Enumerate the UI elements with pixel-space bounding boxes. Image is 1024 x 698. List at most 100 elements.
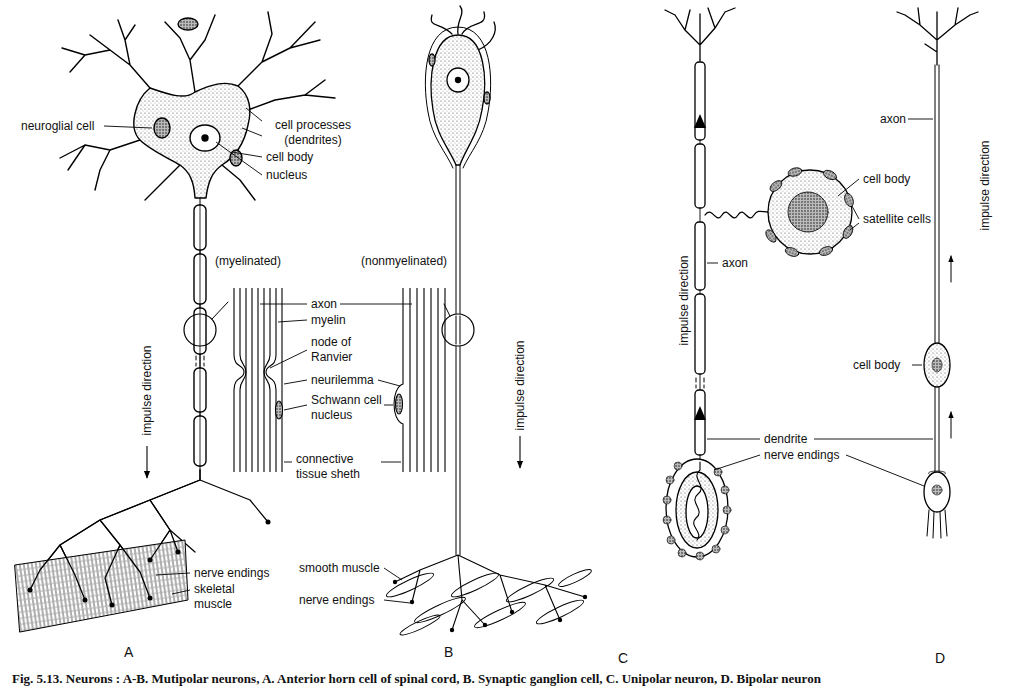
- unipolar-neuron: [768, 170, 852, 254]
- unipolar-neuron: [764, 166, 855, 258]
- unipolar-neuron: [764, 228, 779, 244]
- leader-line: [846, 455, 924, 486]
- anterior-horn-neuron: [196, 356, 204, 366]
- smooth-muscle: [510, 610, 514, 614]
- myelinated-fibre-inset: [276, 401, 283, 419]
- bipolar-neuron: [951, 256, 952, 282]
- sympathetic-ganglion-neuron: [395, 6, 585, 630]
- unipolar-neuron: [663, 496, 671, 504]
- unipolar-neuron: [694, 114, 706, 420]
- leader-line: [284, 405, 307, 410]
- anterior-horn-neuron: [28, 588, 33, 593]
- anterior-horn-neuron: [60, 12, 335, 200]
- sympathetic-ganglion-neuron: [442, 314, 474, 346]
- nonmyelinated-fibre-inset: [394, 288, 403, 472]
- figure-letter: A: [123, 644, 134, 662]
- bipolar-neuron: [928, 471, 945, 474]
- smooth-muscle: [384, 569, 435, 600]
- unipolar-neuron: [721, 486, 729, 494]
- sympathetic-ganglion-neuron: [429, 54, 435, 66]
- part-label: Schwann cell nucleus: [310, 393, 384, 423]
- anterior-horn-neuron: [134, 83, 250, 198]
- anterior-horn-neuron: [83, 598, 88, 603]
- unipolar-neuron: [696, 378, 704, 388]
- leader-line: [216, 142, 262, 175]
- smooth-muscle: [583, 595, 587, 599]
- leader-line: [284, 462, 292, 463]
- leader-line: [156, 573, 190, 575]
- direction-label: impulse direction: [677, 254, 692, 346]
- smooth-muscle: [393, 580, 397, 584]
- bipolar-neuron: [932, 485, 942, 495]
- bipolar-neuron: [927, 510, 947, 538]
- sympathetic-ganglion-neuron: [484, 92, 490, 104]
- part-label: axon: [721, 256, 749, 271]
- nonmyelinated-fibre-inset: [394, 288, 445, 472]
- anterior-horn-neuron: [110, 603, 115, 608]
- part-label: neurilemma: [310, 373, 375, 388]
- anterior-horn-neuron: [15, 12, 335, 632]
- unipolar-neuron: [818, 245, 834, 257]
- unipolar-neuron: [695, 390, 705, 455]
- direction-label: impulse direction: [513, 339, 528, 431]
- inset-title: (nonmyelinated): [360, 254, 448, 269]
- myelinated-fibre-inset: [246, 288, 264, 472]
- unipolar-neuron: [666, 476, 674, 484]
- anterior-horn-neuron: [190, 125, 220, 151]
- unipolar-neuron: [712, 545, 720, 553]
- part-label: cell body: [265, 150, 314, 165]
- part-label: cell body: [852, 358, 901, 373]
- sympathetic-ganglion-neuron: [456, 165, 460, 555]
- unipolar-neuron: [841, 224, 855, 240]
- unipolar-neuron: [721, 526, 729, 534]
- inset-title: (myelinated): [214, 254, 282, 269]
- leader-line: [384, 600, 410, 603]
- part-label: connective tissue sheth: [295, 452, 381, 482]
- smooth-muscle: [413, 594, 468, 627]
- leader-line: [284, 380, 307, 384]
- myelinated-fibre-inset: [234, 288, 244, 472]
- anterior-horn-neuron: [266, 520, 271, 525]
- part-label: dendrite: [763, 432, 808, 447]
- part-label: neuroglial cell: [20, 119, 95, 134]
- anterior-horn-neuron: [200, 205, 201, 466]
- anterior-horn-neuron: [212, 302, 228, 319]
- leader-line: [814, 439, 933, 440]
- unipolar-neuron: [822, 168, 838, 181]
- smooth-muscle: [393, 580, 587, 632]
- unipolar-neuron: [695, 222, 705, 290]
- unipolar-neuron: [768, 178, 784, 193]
- bipolar-neuron: [924, 343, 950, 387]
- anterior-horn-neuron: [176, 550, 181, 555]
- smooth-muscle: [449, 569, 500, 600]
- myelinated-fibre-inset: [240, 288, 246, 472]
- direction-label: impulse direction: [978, 139, 993, 231]
- part-label: cell processes (dendrites): [262, 118, 364, 148]
- unipolar-neuron: [678, 549, 686, 557]
- leader-line: [381, 462, 401, 463]
- leader-line: [908, 119, 933, 120]
- leader-line: [707, 263, 718, 264]
- bipolar-neuron: [897, 8, 978, 65]
- leader-line: [707, 439, 760, 440]
- bipolar-neuron: [897, 8, 978, 538]
- anterior-horn-neuron: [30, 470, 200, 605]
- smooth-muscle: [473, 599, 528, 632]
- anterior-horn-neuron: [148, 596, 153, 601]
- bipolar-neuron: [924, 472, 950, 512]
- anterior-horn-neuron: [200, 198, 201, 470]
- unipolar-neuron: [667, 536, 675, 544]
- unipolar-neuron: [674, 462, 682, 470]
- figure-letter: D: [934, 650, 946, 668]
- impulse-arrow: [519, 436, 520, 468]
- part-label: cell body: [862, 172, 911, 187]
- leader-line: [172, 590, 190, 594]
- part-label: node of Ranvier: [310, 335, 372, 365]
- leader-line: [278, 320, 307, 322]
- leader-line: [912, 365, 922, 366]
- sympathetic-ganglion-neuron: [431, 35, 484, 165]
- sympathetic-ganglion-neuron: [425, 27, 490, 168]
- part-label: satellite cells: [862, 212, 932, 227]
- bipolar-neuron: [951, 412, 952, 438]
